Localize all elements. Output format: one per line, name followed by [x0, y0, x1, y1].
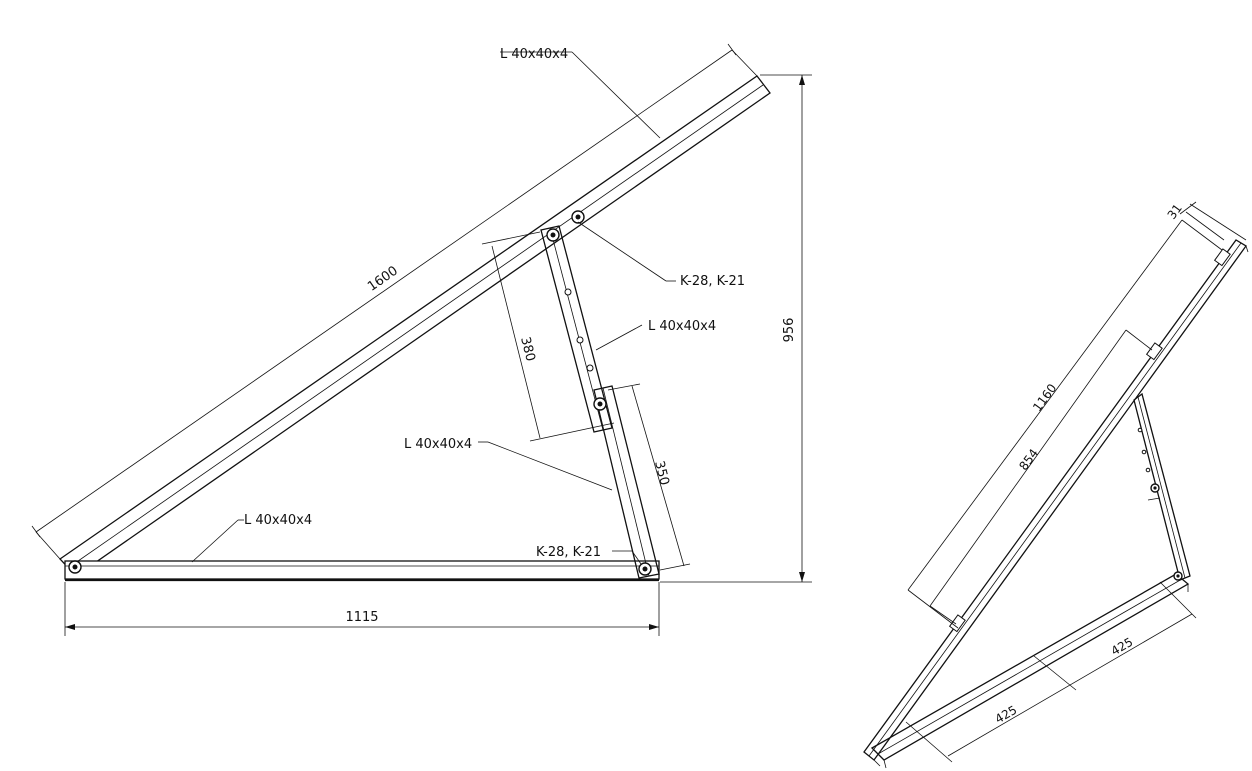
dim-base-length — [64, 582, 660, 636]
bracket-icon — [948, 614, 966, 633]
profile-brace-label: L 40x40x4 — [404, 437, 472, 452]
dim-brace-upper — [481, 231, 615, 442]
iso-view: 31 1160 854 425 425 — [863, 201, 1249, 769]
dim-rail-length — [31, 43, 758, 560]
dim-base-length-label: 1115 — [345, 610, 378, 625]
bolt-icon — [546, 228, 560, 242]
brace-upper — [540, 225, 613, 433]
dim-brace-upper-label: 380 — [517, 335, 538, 363]
iso-dim-rail-inner — [929, 329, 1153, 625]
side-view: 1600 956 1115 380 — [31, 43, 812, 636]
bolt-icon — [571, 210, 585, 224]
dim-brace-lower — [607, 383, 691, 571]
iso-dim-rail-length — [907, 219, 1223, 629]
iso-dim-rail-inner-label: 854 — [1016, 446, 1041, 473]
dim-height-label: 956 — [782, 318, 797, 343]
connector-bottom-label: K-28, K-21 — [536, 545, 601, 560]
profile-base-label: L 40x40x4 — [244, 513, 312, 528]
iso-inclined-rail — [863, 239, 1249, 767]
profile-strut-label: L 40x40x4 — [648, 319, 716, 334]
iso-dim-base-a-label: 425 — [993, 703, 1020, 727]
dim-height — [660, 74, 812, 583]
iso-base-rail — [870, 573, 1190, 769]
adjustment-holes — [564, 288, 594, 372]
dim-brace-lower-label: 350 — [651, 459, 672, 487]
adjustment-holes — [1137, 427, 1151, 473]
base-rail — [64, 560, 660, 582]
iso-dim-base — [905, 581, 1197, 763]
dim-rail-length-label: 1600 — [365, 264, 401, 295]
bracket-icon — [1213, 248, 1231, 267]
bolt-icon — [68, 560, 82, 574]
iso-dim-offset-label: 31 — [1165, 201, 1185, 222]
bolt-icon — [1150, 483, 1160, 493]
profile-top-label: L 40x40x4 — [500, 47, 568, 62]
iso-brace — [1133, 392, 1191, 581]
bolt-icon — [638, 562, 652, 576]
iso-dim-offset — [1179, 201, 1247, 241]
iso-dim-rail-length-label: 1160 — [1030, 381, 1059, 414]
connector-top-label: K-28, K-21 — [680, 274, 745, 289]
brace-lower — [593, 385, 660, 579]
bolt-icon — [1173, 571, 1183, 581]
bolt-icon — [593, 397, 607, 411]
